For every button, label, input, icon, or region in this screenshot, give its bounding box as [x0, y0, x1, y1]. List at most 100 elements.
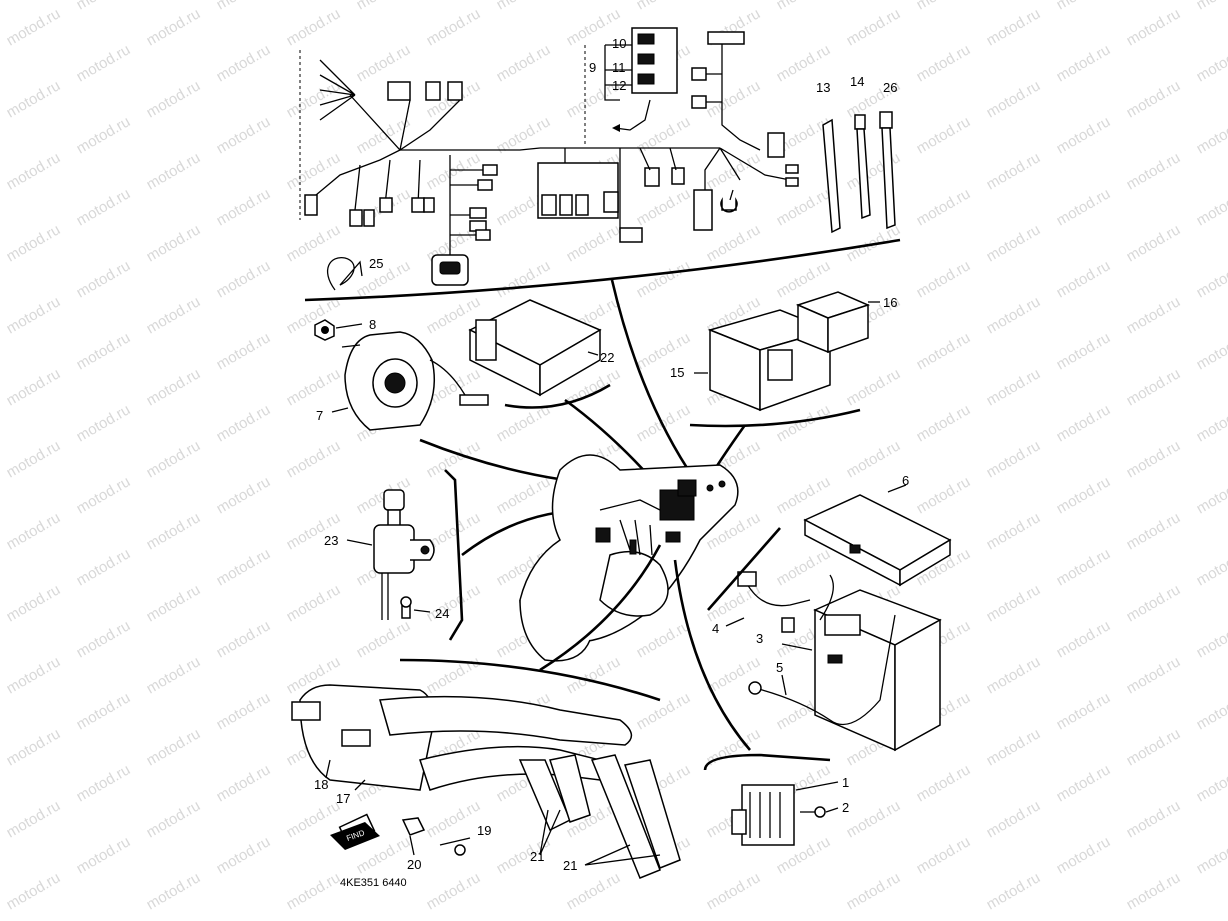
watermark-text: motod.ru: [214, 617, 274, 661]
watermark-text: motod.ru: [214, 185, 274, 229]
motorcycle-body: [519, 454, 739, 662]
watermark-text: motod.ru: [4, 365, 64, 409]
watermark-text: motod.ru: [1054, 113, 1114, 157]
callout-7: 7: [316, 408, 323, 423]
watermark-text: motod.ru: [4, 869, 64, 913]
watermark-text: motod.ru: [424, 869, 484, 913]
watermark-text: motod.ru: [4, 653, 64, 697]
find-arrow-tag: FIND: [330, 822, 380, 850]
battery-positive-lead: [707, 527, 834, 633]
callout-22: 22: [600, 350, 614, 365]
watermark-text: motod.ru: [774, 185, 834, 229]
watermark-text: motod.ru: [144, 581, 204, 625]
callout-17: 17: [336, 791, 350, 806]
watermark-text: motod.ru: [1124, 149, 1184, 193]
watermark-text: motod.ru: [424, 581, 484, 625]
callout-9: 9: [589, 60, 596, 75]
watermark-text: motod.ru: [1124, 581, 1184, 625]
watermark-text: motod.ru: [74, 689, 134, 733]
watermark-text: motod.ru: [4, 221, 64, 265]
watermark-text: motod.ru: [844, 149, 904, 193]
watermark-text: motod.ru: [914, 185, 974, 229]
watermark-text: motod.ru: [1054, 0, 1114, 13]
watermark-text: motod.ru: [354, 113, 414, 157]
watermark-text: motod.ru: [984, 221, 1044, 265]
callout-8: 8: [369, 317, 376, 332]
watermark-text: motod.ru: [1124, 725, 1184, 769]
watermark-text: motod.ru: [914, 473, 974, 517]
watermark-text: motod.ru: [1054, 41, 1114, 85]
watermark-text: motod.ru: [634, 113, 694, 157]
watermark-text: motod.ru: [144, 5, 204, 49]
watermark-text: motod.ru: [74, 401, 134, 445]
watermark-text: motod.ru: [1054, 473, 1114, 517]
watermark-text: motod.ru: [1194, 833, 1228, 877]
watermark-text: motod.ru: [844, 797, 904, 841]
watermark-text: motod.ru: [4, 149, 64, 193]
watermark-text: motod.ru: [284, 581, 344, 625]
watermark-text: motod.ru: [214, 257, 274, 301]
watermark-text: motod.ru: [4, 77, 64, 121]
relays: [689, 291, 880, 428]
watermark-text: motod.ru: [844, 5, 904, 49]
watermark-text: motod.ru: [214, 833, 274, 877]
main-switch: [346, 489, 435, 620]
watermark-text: motod.ru: [704, 725, 764, 769]
watermark-text: motod.ru: [214, 113, 274, 157]
watermark-text: motod.ru: [914, 113, 974, 157]
watermark-text: motod.ru: [214, 329, 274, 373]
watermark-text: motod.ru: [984, 725, 1044, 769]
watermark-text: motod.ru: [144, 797, 204, 841]
callout-5: 5: [776, 660, 783, 675]
callout-18: 18: [314, 777, 328, 792]
watermark-text: motod.ru: [494, 473, 554, 517]
watermark-text: motod.ru: [914, 833, 974, 877]
callout-6: 6: [902, 473, 909, 488]
watermark-text: motod.ru: [214, 545, 274, 589]
watermark-text: motod.ru: [284, 365, 344, 409]
watermark-text: motod.ru: [284, 5, 344, 49]
watermark-text: motod.ru: [354, 617, 414, 661]
callout-4: 4: [712, 621, 719, 636]
watermark-text: motod.ru: [144, 77, 204, 121]
watermark-text: motod.ru: [1194, 545, 1228, 589]
callout-labels: 10 9 11 12 13 14 26 25 8 7 22 15 16 23 2…: [314, 36, 909, 889]
watermark-text: motod.ru: [144, 869, 204, 913]
watermark-text: motod.ru: [634, 185, 694, 229]
callout-24: 24: [435, 606, 449, 621]
callout-3: 3: [756, 631, 763, 646]
watermark-text: motod.ru: [1194, 41, 1228, 85]
watermark-text: motod.ru: [74, 761, 134, 805]
watermark-text: motod.ru: [774, 545, 834, 589]
watermark-text: motod.ru: [914, 401, 974, 445]
watermark-text: motod.ru: [564, 653, 624, 697]
callout-16: 16: [883, 295, 897, 310]
watermark-text: motod.ru: [1194, 185, 1228, 229]
watermark-text: motod.ru: [1124, 221, 1184, 265]
watermark-text: motod.ru: [1124, 653, 1184, 697]
watermark-text: motod.ru: [214, 41, 274, 85]
watermark-text: motod.ru: [144, 725, 204, 769]
watermark-text: motod.ru: [774, 0, 834, 13]
watermark-text: motod.ru: [214, 689, 274, 733]
watermark-text: motod.ru: [774, 257, 834, 301]
callout-21-left: 21: [530, 849, 544, 864]
watermark-text: motod.ru: [1124, 869, 1184, 913]
watermark-text: motod.ru: [354, 0, 414, 13]
watermark-text: motod.ru: [4, 581, 64, 625]
ignitor-unit: [468, 299, 611, 409]
callout-12: 12: [612, 78, 626, 93]
watermark-text: motod.ru: [284, 437, 344, 481]
watermark-text: motod.ru: [1054, 833, 1114, 877]
callout-26: 26: [883, 80, 897, 95]
watermark-text: motod.ru: [494, 113, 554, 157]
watermark-text: motod.ru: [144, 509, 204, 553]
nut: [314, 319, 363, 341]
watermark-text: motod.ru: [1124, 293, 1184, 337]
watermark-text: motod.ru: [144, 293, 204, 337]
watermark-text: motod.ru: [144, 365, 204, 409]
watermark-text: motod.ru: [494, 41, 554, 85]
battery-cover: [803, 484, 952, 587]
watermark-text: motod.ru: [1124, 509, 1184, 553]
